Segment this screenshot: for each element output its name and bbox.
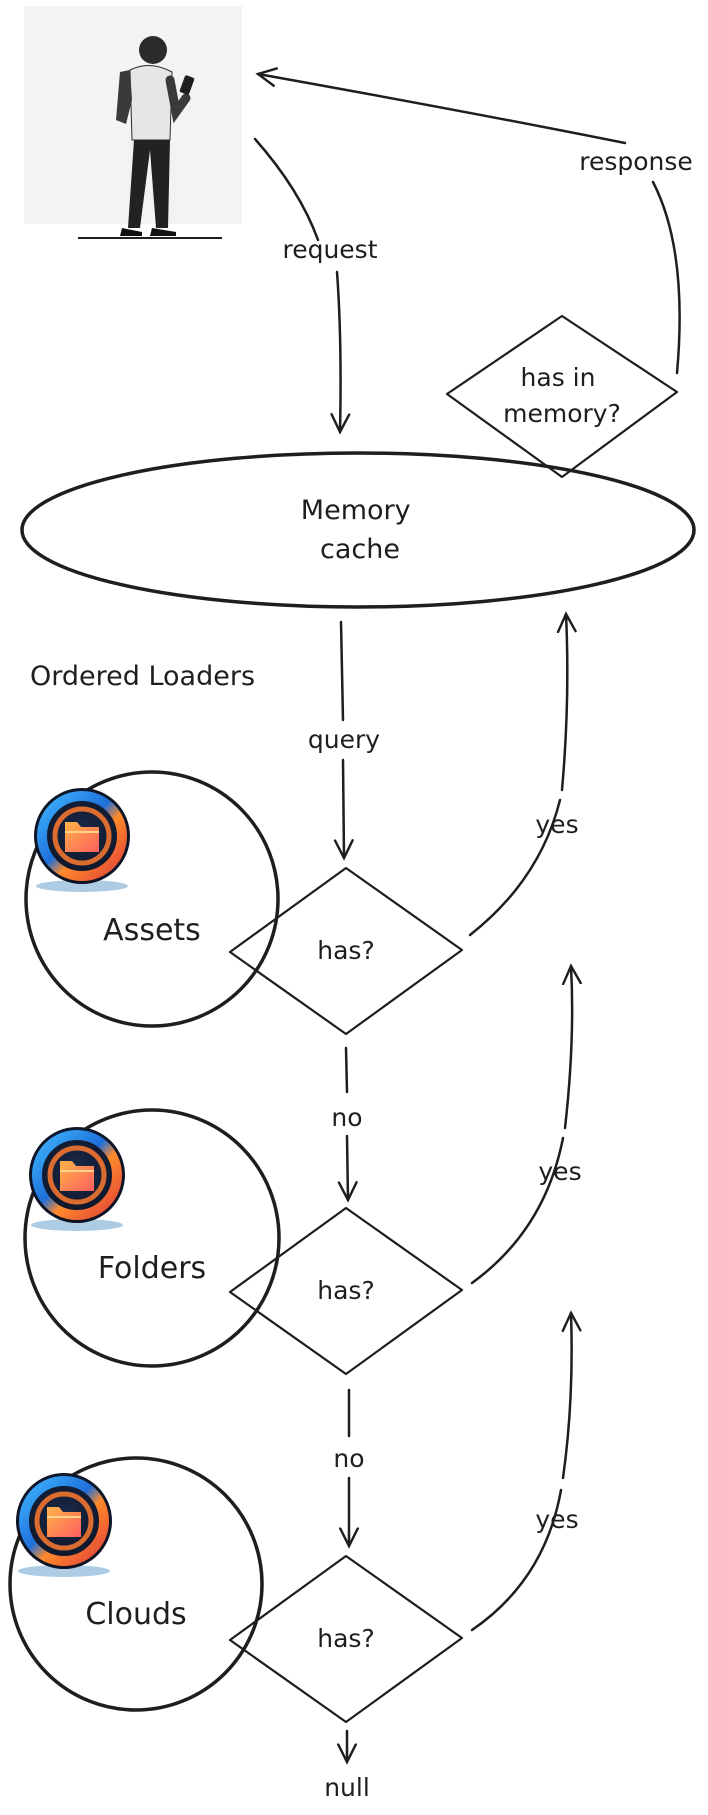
yes-label-2: yes — [538, 1157, 581, 1186]
request-arrow-top — [253, 137, 320, 242]
loader-name-label: Clouds — [85, 1597, 186, 1632]
has-in-memory-line-1: has in — [521, 363, 596, 392]
ordered-loaders-label: Ordered Loaders — [30, 661, 255, 692]
yes-arrow-2-bottom — [470, 1136, 565, 1285]
query-arrow-top — [339, 620, 345, 722]
yes-label-3: yes — [535, 1505, 578, 1534]
no-label-1: no — [331, 1103, 362, 1132]
no-arrow-1-top — [344, 1046, 349, 1094]
query-arrow — [343, 758, 344, 858]
no-arrow-1 — [347, 1134, 348, 1200]
has-in-memory-label: has in memory? — [503, 363, 621, 428]
yes-label-1: yes — [535, 810, 578, 839]
has-decision-label: has? — [317, 1624, 374, 1653]
loaders-group: Assets has? Folders has? Clouds has? — [8, 770, 464, 1724]
loader-folders: Folders has? — [23, 1108, 464, 1376]
yes-arrow-2 — [565, 966, 572, 1130]
no-label-2: no — [333, 1444, 364, 1473]
loader-assets: Assets has? — [24, 770, 464, 1036]
loader-clouds: Clouds has? — [8, 1456, 464, 1724]
yes-arrow-1 — [562, 614, 567, 792]
has-in-memory-decision — [445, 314, 679, 479]
memory-cache-ellipse — [20, 451, 696, 609]
has-decision-diamond — [228, 866, 464, 1036]
null-label: null — [324, 1773, 370, 1802]
has-decision-diamond — [228, 1206, 464, 1376]
folder-icon — [29, 1127, 125, 1231]
loader-circle — [23, 1108, 281, 1368]
has-decision-label: has? — [317, 1276, 374, 1305]
has-decision-diamond — [228, 1554, 464, 1724]
folder-icon — [34, 788, 130, 892]
yes-arrow-3-bottom — [470, 1488, 563, 1632]
memory-cache-line-1: Memory — [301, 495, 411, 526]
yes-arrow-3 — [563, 1313, 572, 1480]
has-in-memory-line-2: memory? — [503, 399, 621, 428]
has-decision-label: has? — [317, 936, 374, 965]
response-arrow-bottom — [651, 180, 681, 375]
request-arrow — [337, 270, 341, 432]
loader-name-label: Folders — [98, 1251, 206, 1286]
loader-circle — [8, 1456, 264, 1712]
loader-circle — [24, 770, 280, 1028]
response-arrow — [258, 74, 627, 145]
loader-name-label: Assets — [103, 913, 201, 948]
query-label: query — [308, 725, 380, 754]
folder-icon — [16, 1473, 112, 1577]
user-figure-icon — [24, 6, 242, 239]
request-label: request — [282, 235, 377, 264]
response-label: response — [579, 147, 693, 176]
yes-arrow-1-bottom — [468, 798, 562, 937]
memory-cache-line-2: cache — [320, 534, 400, 565]
memory-cache-label: Memory cache — [301, 495, 419, 565]
